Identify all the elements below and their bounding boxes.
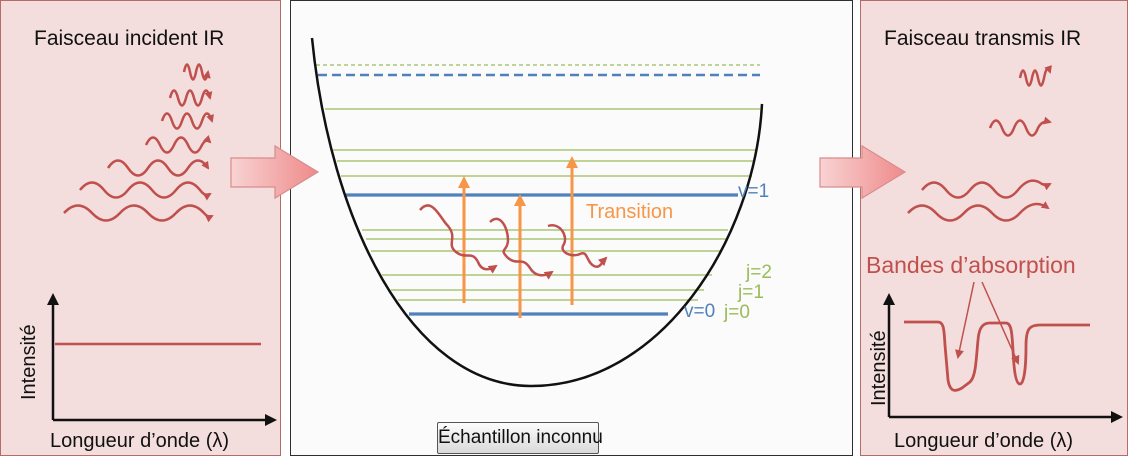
incident-x-label: Longueur d’onde (λ) [50,430,229,453]
transition-arrows [464,162,572,318]
transmitted-wave-1 [1020,69,1050,86]
energy-levels [316,65,760,314]
v0-label: v=0 [684,301,715,323]
transmitted-spectrum-plot [889,282,1120,417]
transmitted-x-label: Longueur d’onde (λ) [894,430,1073,453]
potential-curve [312,38,762,386]
band-pointer-1 [958,282,974,357]
incident-spectrum-plot [53,296,274,420]
transmitted-wave-4 [908,204,1048,221]
v1-label: v=1 [738,181,769,203]
incident-arrow [231,146,318,198]
incident-wave-6 [80,183,210,198]
incident-wave-1 [184,65,208,80]
j2-label: j=2 [746,262,772,284]
photon-3 [548,225,606,266]
sample-label: Échantillon inconnu [437,422,599,454]
incident-y-label: Intensité [18,324,41,400]
incident-wave-5 [108,161,208,176]
transmitted-spectrum-line [904,322,1090,390]
transition-label: Transition [586,201,673,224]
incident-wave-2 [170,91,210,106]
transmitted-wave-3 [922,181,1050,198]
j1-label: j=1 [738,282,764,304]
transmitted-wave-2 [990,121,1050,136]
incident-wave-4 [146,138,210,153]
incident-wave-3 [162,114,212,129]
incident-waves [64,65,212,221]
transmitted-y-label: Intensité [868,330,891,406]
photons [420,205,606,275]
j0-label: j=0 [724,302,750,324]
photon-1 [420,205,496,269]
transmitted-waves [908,69,1050,221]
absorption-bands-label: Bandes d’absorption [866,252,1076,279]
incident-wave-7 [64,206,212,221]
transmitted-arrow [820,146,905,198]
